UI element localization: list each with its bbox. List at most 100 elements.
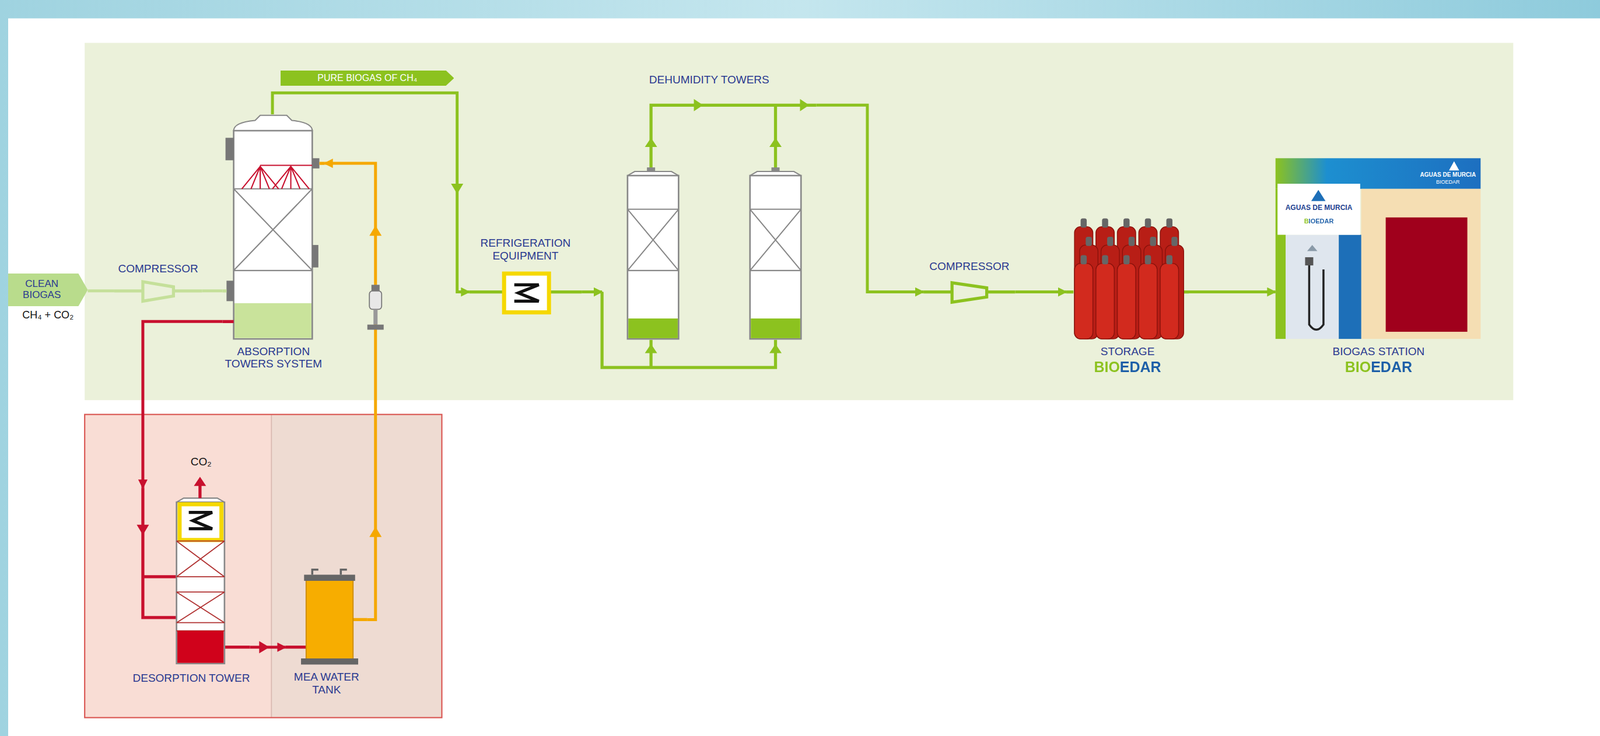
gas-cylinders (1074, 226, 1093, 340)
pipe-label: PURE BIOGAS OF CH₄ (280, 70, 454, 86)
pump (371, 284, 380, 292)
pump (369, 291, 382, 310)
biogas-station (1285, 235, 1339, 340)
biogas-station (1275, 158, 1482, 339)
flow-arrowheads (450, 183, 464, 195)
absorption-tower (225, 115, 320, 339)
flow-arrowheads (136, 524, 149, 536)
flow-arrowheads (369, 526, 382, 538)
background (84, 414, 272, 719)
biogas-station (1277, 183, 1361, 236)
desorption-tower (177, 631, 224, 664)
flow-arrowheads (645, 137, 658, 147)
flow-arrowheads (769, 344, 782, 354)
refrigeration-unit (503, 273, 549, 313)
equipment-node: REFRIGERATION EQUIPMENT (469, 236, 582, 317)
node-label: COMPRESSOR (923, 260, 1015, 273)
refrigeration-unit (514, 284, 539, 301)
equipment-node: COMPRESSOR (923, 260, 1015, 307)
gas-cylinders (1138, 226, 1157, 340)
compressor-symbol (142, 281, 987, 303)
pump (367, 284, 384, 330)
compressor-symbol (142, 281, 174, 301)
dehumidity-tower (627, 167, 801, 339)
flow-arrowheads (769, 137, 782, 147)
refrigeration-unit (503, 273, 549, 313)
mea-tank (303, 574, 355, 581)
gas-cylinders (1138, 263, 1157, 340)
desorption-tower (176, 541, 225, 632)
absorption-tower (233, 115, 313, 131)
logo-text: AGUAS DE MURCIA (1416, 171, 1480, 178)
dehumidity-tower (627, 209, 801, 271)
pipe-stubs (319, 163, 368, 620)
absorption-tower (233, 188, 313, 271)
biogas-station (1307, 244, 1318, 252)
flow-arrowheads (258, 641, 269, 654)
node-label: DESORPTION TOWER (132, 671, 250, 685)
node-label: MEA WATER TANK (285, 670, 368, 697)
gas-cylinders (1101, 218, 1108, 229)
biogas-station (1338, 235, 1361, 340)
logo-text: BIOEDAR (1416, 179, 1480, 186)
gas-cylinders (1101, 255, 1108, 265)
gas-cylinders (1166, 255, 1173, 265)
node-label: COMPRESSOR (114, 262, 202, 276)
dehumidity-tower (628, 318, 678, 339)
desorption-tower (193, 476, 206, 486)
dehumidity-tower (750, 175, 801, 339)
equipment-node: DEHUMIDITY TOWERS (601, 71, 817, 373)
desorption-tower (176, 502, 225, 664)
desorption-tower (198, 484, 202, 499)
dehumidity-tower (771, 167, 780, 172)
node-label: REFRIGERATION EQUIPMENT (469, 236, 582, 263)
gas-cylinders (1123, 255, 1130, 265)
node-label: CLEAN BIOGAS (12, 278, 72, 301)
absorption-tower (312, 158, 320, 169)
pipe-connector (581, 290, 602, 294)
pipe-connector (816, 104, 924, 292)
gas-cylinders (1123, 218, 1130, 229)
logo-text: BIOEDAR (1277, 217, 1361, 225)
pipe-connector (1188, 290, 1276, 294)
background (270, 414, 272, 719)
brand-label: BIOEDAR (1345, 358, 1413, 376)
gas-cylinders (1166, 218, 1173, 229)
absorption-tower (242, 165, 313, 189)
equipment-node: COMPRESSOR (114, 262, 202, 306)
mea-tank (312, 569, 347, 576)
gas-cylinders (1117, 263, 1136, 340)
gas-cylinders (1145, 255, 1151, 265)
absorption-tower (226, 280, 234, 301)
equipment-node: DESORPTION TOWER (132, 488, 250, 703)
desorption-tower (176, 476, 225, 664)
biogas-station (1308, 263, 1323, 331)
flow-arrowheads (800, 99, 810, 112)
gas-cylinders (1145, 218, 1151, 229)
gas-cylinders (1107, 236, 1113, 247)
equipment-node: MEA WATER TANK (285, 571, 368, 701)
pipe-connector (1015, 290, 1067, 294)
absorption-tower (225, 137, 234, 161)
node-label: STORAGE (1066, 345, 1189, 359)
flow-arrowheads (136, 99, 810, 654)
node-label: BIOGAS STATION (1275, 345, 1482, 359)
absorption-tower (233, 130, 313, 339)
node-label: CH₄ + CO₂ (8, 309, 88, 322)
biogas-station (1311, 190, 1326, 202)
pump (373, 309, 378, 325)
dehumidity-tower (627, 175, 679, 339)
gas-cylinders (1096, 226, 1115, 340)
pipe-connector (324, 163, 376, 620)
absorption-tower (312, 244, 318, 268)
gas-cylinders (1080, 255, 1087, 265)
arrow-shape (8, 273, 88, 307)
background (84, 414, 442, 719)
equipment-node: ABSORPTION TOWERS SYSTEM (222, 114, 325, 373)
equipment-node: BIOGAS STATIONBIOEDAR (1275, 158, 1482, 378)
gas-cylinders (1096, 263, 1115, 340)
flow-arrowheads (694, 99, 704, 112)
desorption-tower (179, 504, 222, 541)
dehumidity-tower (646, 167, 656, 172)
